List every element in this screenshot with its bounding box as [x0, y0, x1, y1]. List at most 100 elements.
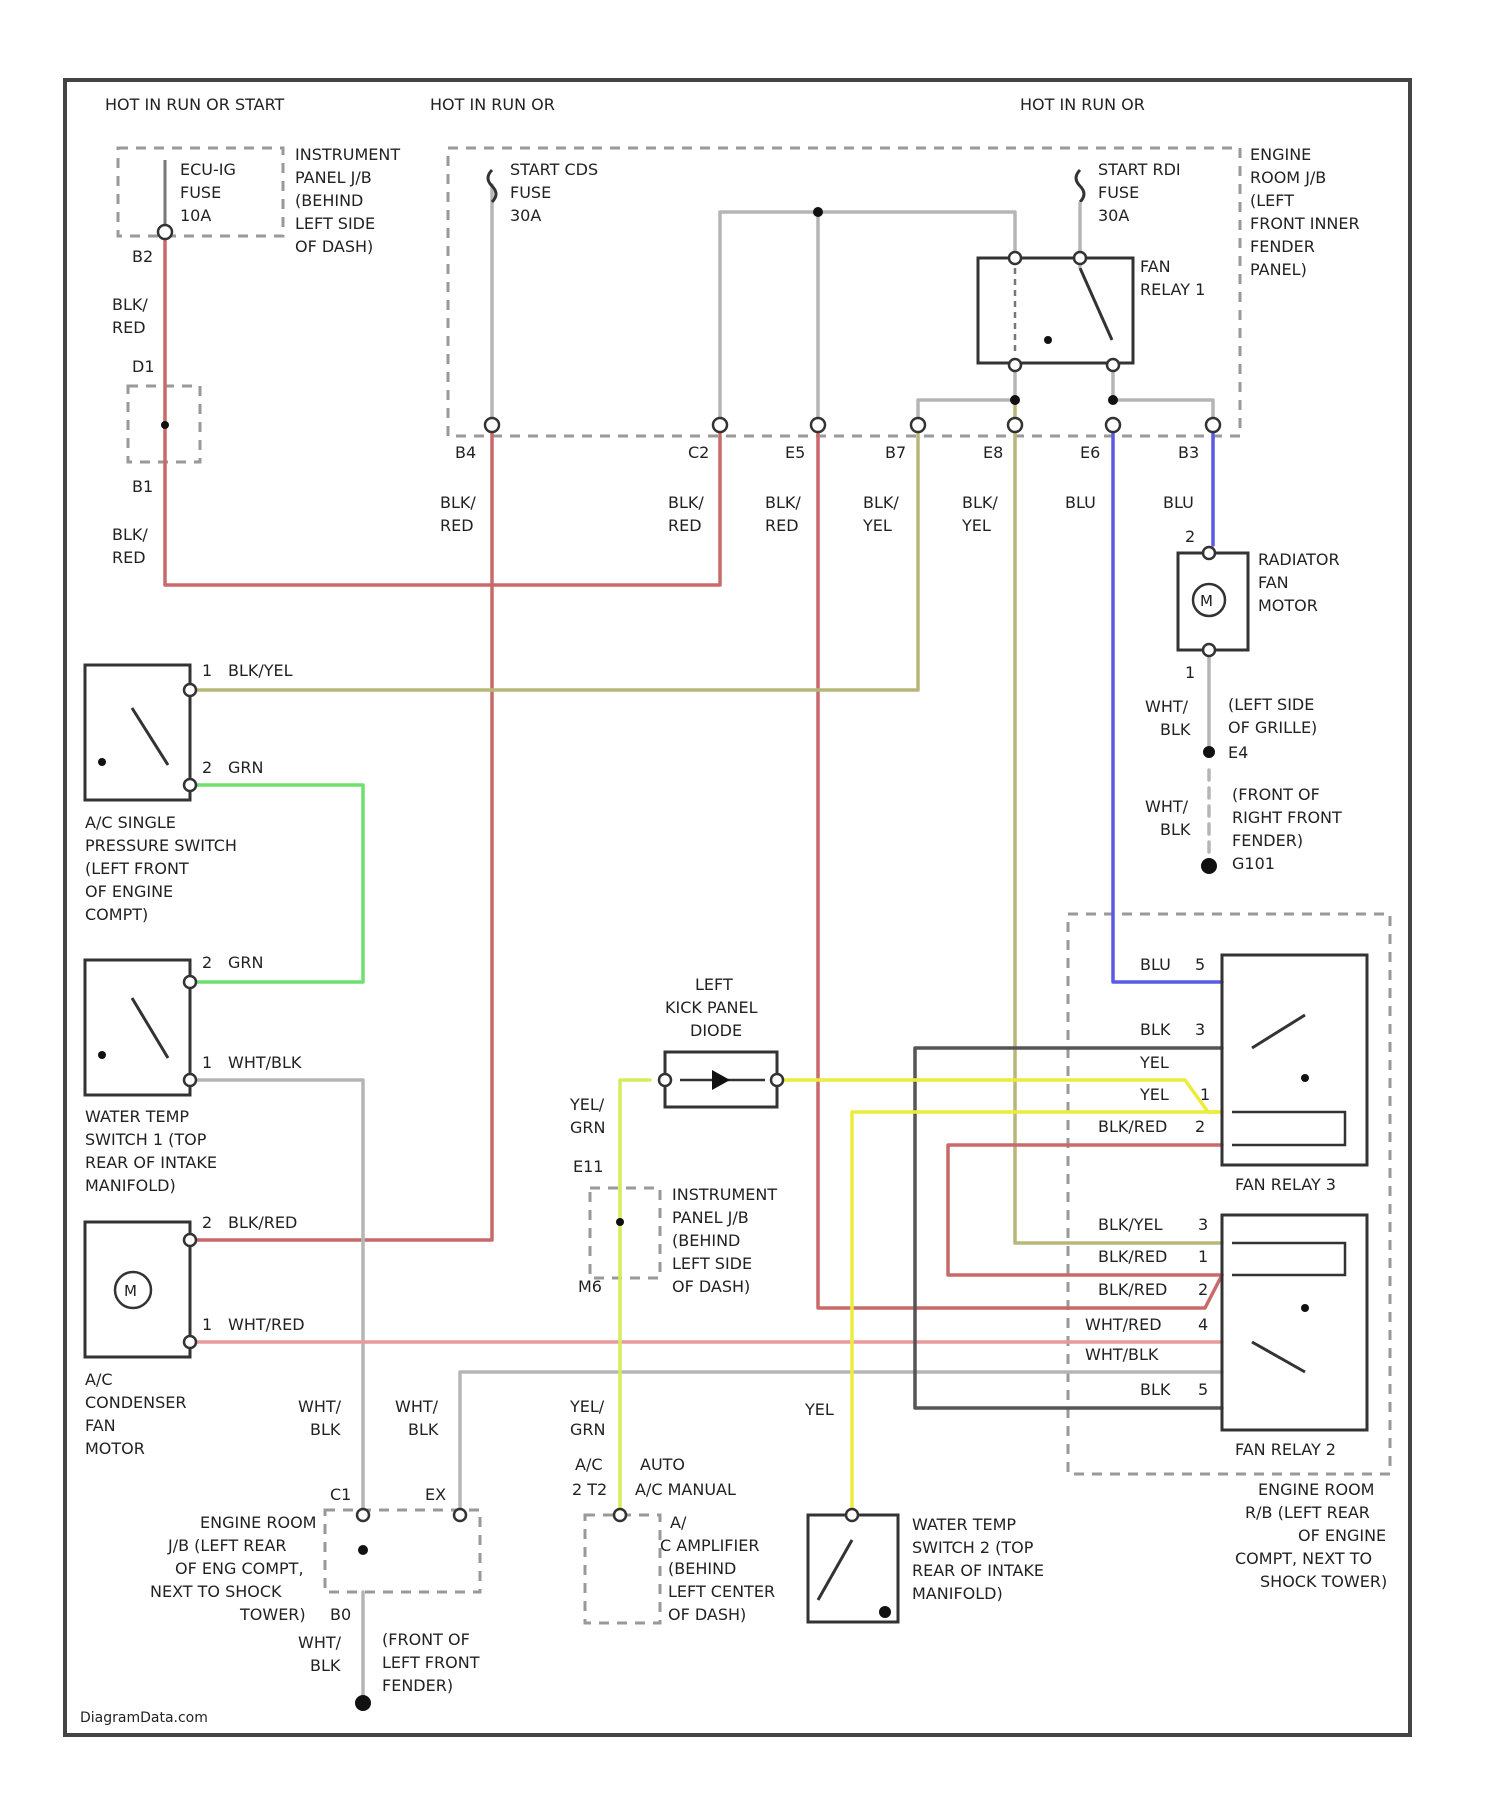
- wire-lbl-c2-1: RED: [668, 516, 702, 535]
- water-temp-switch-2: [808, 1515, 898, 1622]
- terminal-wt1-2: [184, 976, 196, 988]
- power-label-2: HOT IN RUN OR: [1020, 95, 1145, 114]
- wt2-label-2: REAR OF INTAKE: [912, 1561, 1044, 1580]
- wire-lbl-b4-1: RED: [440, 516, 474, 535]
- erjb-bot-2: OF ENG COMPT,: [175, 1559, 304, 1578]
- wb-l1-0: WHT/: [298, 1397, 342, 1416]
- water-temp-1-contact: [98, 1051, 106, 1059]
- errb-4: SHOCK TOWER): [1260, 1572, 1387, 1591]
- splice-top-bus: [813, 207, 823, 217]
- errb-0: ENGINE ROOM: [1258, 1480, 1374, 1499]
- wire-lbl-b2-0: BLK/: [112, 295, 148, 314]
- ps-label-3: OF ENGINE: [85, 882, 173, 901]
- rad-wire2-1: BLK: [1160, 820, 1191, 839]
- gnd-left-wire-1: BLK: [310, 1656, 341, 1675]
- wt2-label-1: SWITCH 2 (TOP: [912, 1538, 1034, 1557]
- amp-manual: A/C MANUAL: [635, 1480, 736, 1499]
- terminal-wt2: [846, 1509, 858, 1521]
- amp-pin: 2 T2: [572, 1480, 607, 1499]
- wire-lbl-b3: BLU: [1163, 493, 1194, 512]
- rad-gnd2-0: (FRONT OF: [1232, 785, 1320, 804]
- gnd-left-0: (FRONT OF: [382, 1630, 470, 1649]
- wire-e5-red: [818, 420, 1222, 1308]
- cf-pin1: 1: [202, 1315, 212, 1334]
- ps-label-2: (LEFT FRONT: [85, 859, 189, 878]
- rad-gnd2-1: RIGHT FRONT: [1232, 808, 1342, 827]
- r2-pin-3: WHT/RED: [1085, 1315, 1162, 1334]
- relay-block-box: [1068, 914, 1390, 1474]
- yelgrn-0: YEL/: [569, 1095, 605, 1114]
- r3-pin-2: YEL: [1139, 1053, 1169, 1072]
- fan-relay-2-coil: [1232, 1243, 1345, 1275]
- wire-blkyel-pressure: [190, 420, 918, 690]
- r3-num-1: 3: [1195, 1020, 1205, 1039]
- terminal-wt1-1: [184, 1074, 196, 1086]
- wt1-label-1: SWITCH 1 (TOP: [85, 1130, 207, 1149]
- ac-amplifier-box: [585, 1515, 660, 1623]
- fuse-start-name: START CDS: [510, 160, 598, 179]
- splice-e11: [616, 1218, 624, 1226]
- r3-num-2: 1: [1200, 1085, 1210, 1104]
- wire-lbl-b7-0: BLK/: [863, 493, 899, 512]
- amp-wire-0: YEL/: [569, 1397, 605, 1416]
- ps-wire1: BLK/YEL: [228, 661, 293, 680]
- yelgrn-1: GRN: [570, 1118, 605, 1137]
- wire-lbl-e5-1: RED: [765, 516, 799, 535]
- wt1-pin2: 2: [202, 953, 212, 972]
- conn-e11: E11: [573, 1157, 603, 1176]
- erjb-top-2: (LEFT: [1250, 191, 1294, 210]
- gnd-left-wire-0: WHT/: [298, 1633, 342, 1652]
- fuse-rdi-symbol: [1076, 170, 1084, 202]
- power-label-1: HOT IN RUN OR: [430, 95, 555, 114]
- ps-pin2: 2: [202, 758, 212, 777]
- fuse-start-type: FUSE: [510, 183, 551, 202]
- conn-e6: E6: [1080, 443, 1100, 462]
- ps-label-0: A/C SINGLE: [85, 813, 176, 832]
- wire-relay1-right: [1113, 365, 1213, 420]
- splice-ground-e4: [1203, 746, 1215, 758]
- footer-watermark: DiagramData.com: [80, 1710, 208, 1726]
- conn-c2: C2: [688, 443, 709, 462]
- wire-whtblk-wt1: [190, 1080, 363, 1515]
- r2-num-2: 2: [1198, 1280, 1208, 1299]
- wire-lbl-e8-0: BLK/: [962, 493, 998, 512]
- fan-relay-1-switch: [1080, 268, 1112, 340]
- r3-pin-3: YEL: [1139, 1085, 1169, 1104]
- conn-e8: E8: [983, 443, 1003, 462]
- terminal-amp: [614, 1509, 626, 1521]
- r2-num-4: 5: [1198, 1380, 1208, 1399]
- amp-ac: A/C: [575, 1455, 603, 1474]
- wire-lbl-b1-0: BLK/: [112, 525, 148, 544]
- ps-label-4: COMPT): [85, 905, 148, 924]
- rad-label-0: RADIATOR: [1258, 550, 1340, 569]
- fuse-ecu-name: ECU-IG: [180, 160, 236, 179]
- ps-label-1: PRESSURE SWITCH: [85, 836, 237, 855]
- fuse-rdi-type: FUSE: [1098, 183, 1139, 202]
- conn-b3: B3: [1178, 443, 1199, 462]
- rad-wire-0: WHT/: [1145, 697, 1189, 716]
- wire-lbl-e6: BLU: [1065, 493, 1096, 512]
- fan-relay-3-switch: [1252, 1015, 1305, 1048]
- water-temp-switch-1: [85, 960, 190, 1095]
- wt1-pin1: 1: [202, 1053, 212, 1072]
- conn-e4: E4: [1228, 743, 1248, 762]
- conn-e5: E5: [785, 443, 805, 462]
- rad-label-2: MOTOR: [1258, 596, 1318, 615]
- wb-l1-1: BLK: [310, 1420, 341, 1439]
- engine-room-jb-bottom-box: [325, 1510, 480, 1592]
- terminal-e6: [1106, 418, 1120, 432]
- wt2-label-3: MANIFOLD): [912, 1584, 1003, 1603]
- cf-label-2: FAN: [85, 1416, 116, 1435]
- terminal-ps-1: [184, 684, 196, 696]
- water-temp-1-blade: [132, 998, 168, 1058]
- terminal-rad-1: [1203, 644, 1215, 656]
- terminal-e8: [1008, 418, 1022, 432]
- cf-wire1: WHT/RED: [228, 1315, 305, 1334]
- terminal-b3: [1206, 418, 1220, 432]
- fan-relay-2-contact: [1301, 1304, 1309, 1312]
- conn-g101: G101: [1232, 854, 1275, 873]
- r2-num-0: 3: [1198, 1215, 1208, 1234]
- wt1-wire1: WHT/BLK: [228, 1053, 302, 1072]
- wire-yel-grn: [620, 1080, 650, 1515]
